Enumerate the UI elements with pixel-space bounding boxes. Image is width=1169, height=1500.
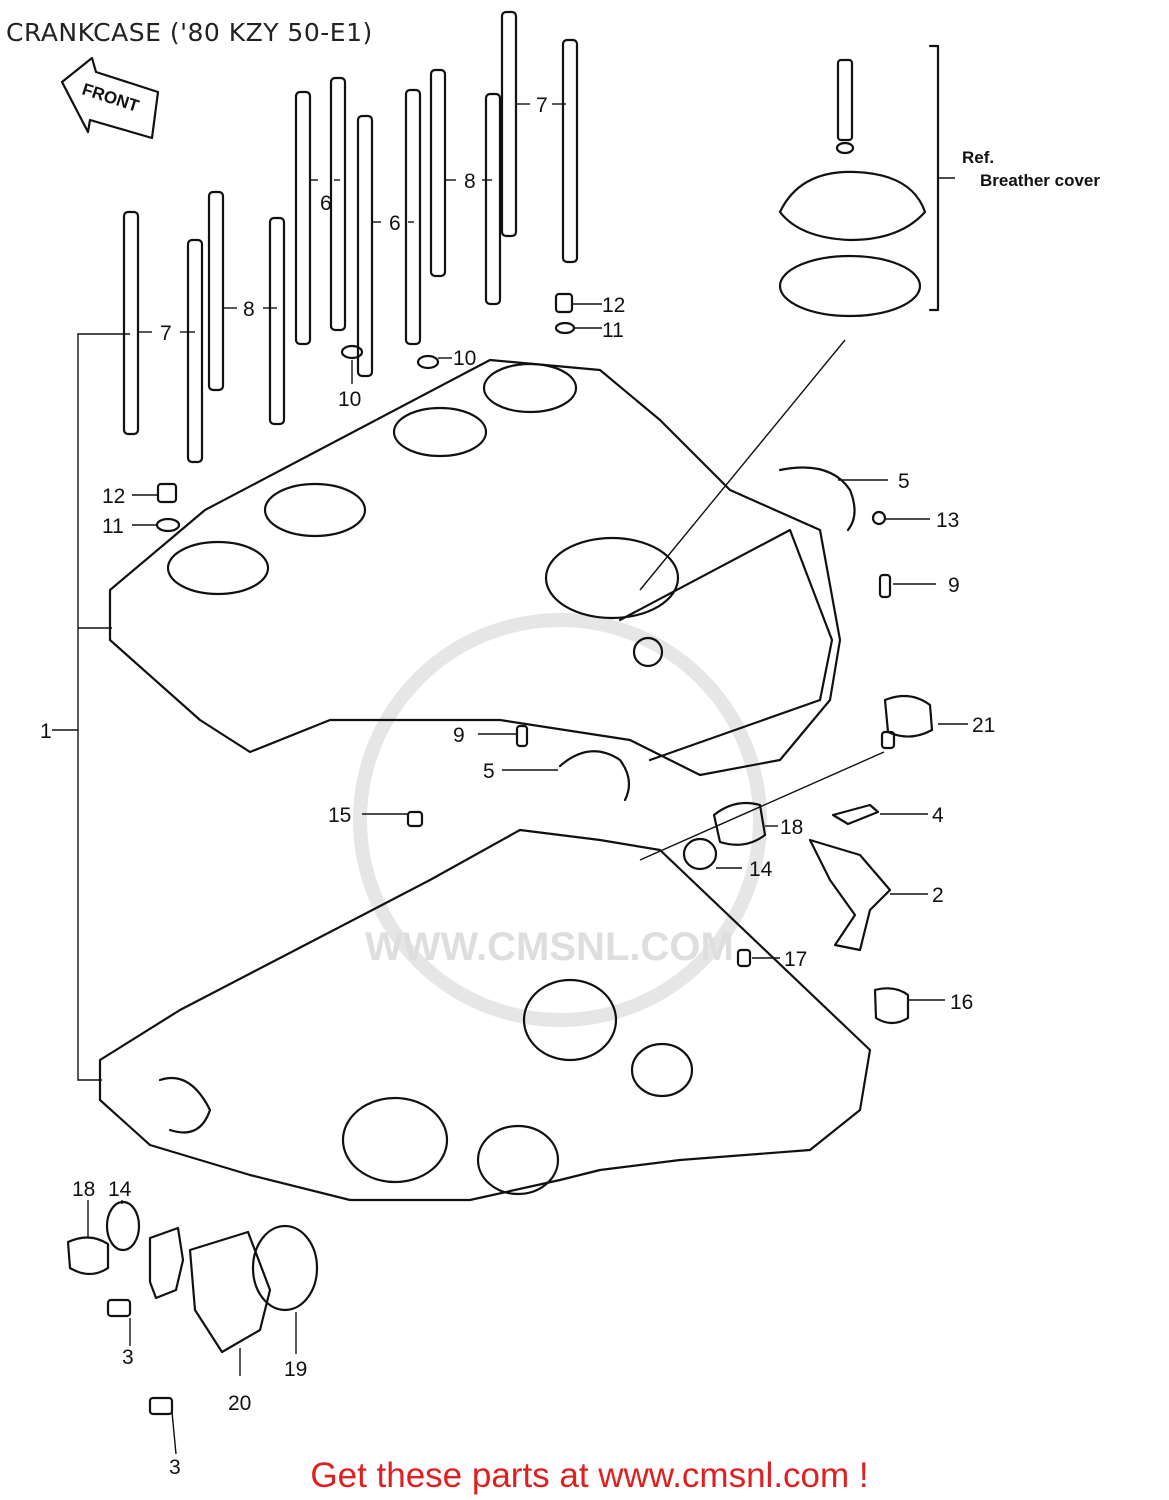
front-badge-text: FRONT <box>80 80 142 116</box>
watermark-text: WWW.CMSNL.COM <box>365 925 734 969</box>
label-18b: 18 <box>72 1178 95 1201</box>
front-arrow-badge: FRONT <box>60 56 160 140</box>
ref-note-line2: Breather cover <box>980 171 1100 190</box>
watermark: WWW.CMSNL.COM <box>353 613 767 1027</box>
label-9a: 9 <box>948 574 960 597</box>
label-12a: 12 <box>602 294 625 317</box>
page-title: CRANKCASE ('80 KZY 50-E1) <box>6 18 373 47</box>
label-6b: 6 <box>389 212 401 235</box>
label-6a: 6 <box>320 192 332 215</box>
assembly-bracket <box>52 333 130 1081</box>
label-5a: 5 <box>898 470 910 493</box>
label-14b: 14 <box>108 1178 132 1201</box>
label-10a: 10 <box>453 347 476 370</box>
label-17: 17 <box>784 948 807 971</box>
label-13: 13 <box>936 509 959 532</box>
upper-crankcase <box>108 358 842 777</box>
label-9b: 9 <box>453 724 465 747</box>
label-2: 2 <box>932 884 944 907</box>
label-11a: 11 <box>602 319 624 342</box>
label-19: 19 <box>284 1358 307 1381</box>
lower-crankcase <box>98 828 872 1202</box>
label-7b: 7 <box>160 322 172 345</box>
callout-labels: 1 2 3 3 4 5 5 6 6 7 7 8 8 9 9 10 10 11 1… <box>40 94 995 1479</box>
label-3b: 3 <box>169 1456 181 1479</box>
breather-cover <box>778 44 955 318</box>
label-1: 1 <box>40 720 52 743</box>
label-8a: 8 <box>464 170 476 193</box>
label-20: 20 <box>228 1392 251 1415</box>
label-15: 15 <box>328 804 351 827</box>
label-3a: 3 <box>122 1346 134 1369</box>
small-parts <box>155 292 892 968</box>
callout-leader-lines <box>87 303 968 1455</box>
side-parts <box>66 694 934 1416</box>
label-4: 4 <box>932 804 944 827</box>
ref-breather-cover-note: Ref. Breather cover <box>962 148 1100 190</box>
ref-note-line1: Ref. <box>962 148 994 167</box>
label-10b: 10 <box>338 388 361 411</box>
label-16: 16 <box>950 991 973 1014</box>
label-7a: 7 <box>536 94 548 117</box>
cta-link[interactable]: Get these parts at www.cmsnl.com ! <box>310 1456 869 1495</box>
label-5b: 5 <box>483 760 495 783</box>
cylinder-studs <box>122 10 579 464</box>
label-11b: 11 <box>102 515 124 538</box>
label-21: 21 <box>972 714 995 737</box>
stud-leader-lines <box>138 103 566 333</box>
cta-banner: Get these parts at www.cmsnl.com ! <box>0 1456 1169 1496</box>
label-18a: 18 <box>780 816 803 839</box>
label-14a: 14 <box>749 858 773 881</box>
label-8b: 8 <box>243 298 255 321</box>
label-12b: 12 <box>102 485 125 508</box>
